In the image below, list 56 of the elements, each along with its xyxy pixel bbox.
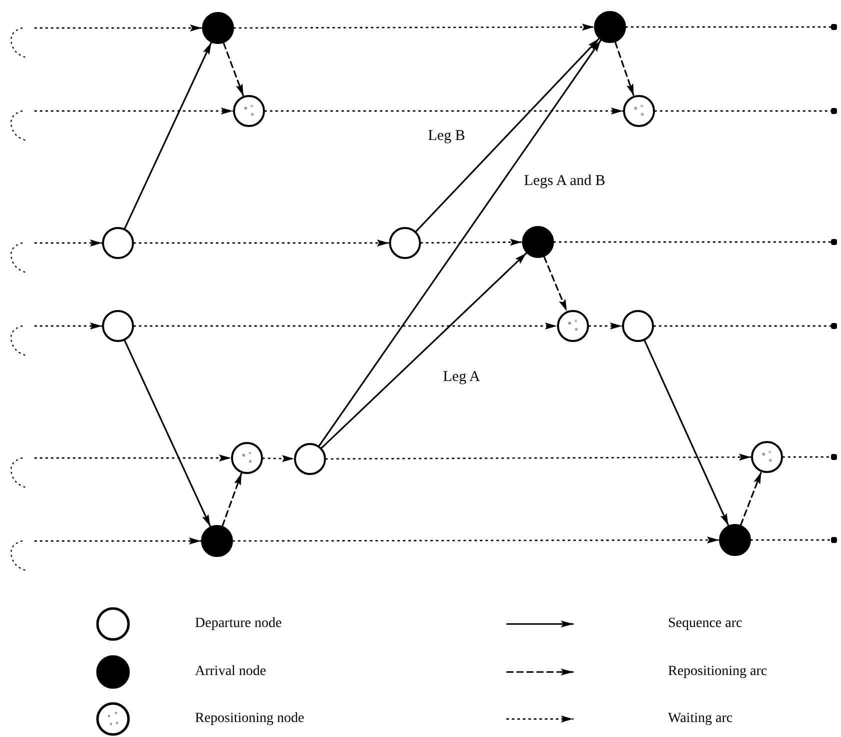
repositioning-node — [557, 310, 589, 342]
repositioning-node — [231, 442, 263, 474]
sequence-arc — [320, 252, 528, 449]
legend-label: Repositioning node — [195, 711, 304, 726]
sequence-arc — [124, 340, 212, 528]
arrival-node — [719, 524, 751, 556]
repositioning-arc — [222, 472, 242, 527]
sequence-arc — [124, 42, 212, 230]
repositioning-node — [623, 95, 655, 127]
waiting-arc — [553, 239, 837, 245]
waiting-arc — [420, 238, 523, 246]
waiting-arc — [232, 536, 720, 544]
sequence-arc — [644, 340, 730, 526]
sequence-arc — [318, 39, 602, 447]
waiting-arc — [654, 108, 837, 114]
waiting-arc — [233, 24, 595, 31]
waiting-arc — [750, 537, 837, 543]
waiting-arc — [133, 322, 558, 330]
legend-label: Repositioning arc — [668, 664, 768, 680]
edge-label: Legs A and B — [522, 173, 608, 190]
departure-node — [294, 443, 326, 475]
legend-label: Waiting arc — [668, 711, 733, 726]
edge-label: Leg A — [441, 369, 482, 386]
waiting-arc — [34, 322, 103, 330]
repositioning-arc — [740, 471, 762, 526]
waiting-arc — [653, 323, 837, 329]
repositioning-arc — [614, 41, 635, 97]
waiting-arc — [133, 240, 390, 246]
repositioning-node — [751, 441, 783, 473]
repositioning-node — [233, 95, 265, 127]
waiting-arc — [782, 454, 837, 460]
repositioning-arc — [543, 256, 568, 312]
waiting-arc — [325, 454, 752, 461]
sequence-arc — [415, 38, 600, 232]
departure-node — [102, 310, 134, 342]
waiting-arc — [588, 322, 623, 330]
edge-label: Leg B — [426, 128, 468, 144]
legend-label: Departure node — [195, 616, 282, 632]
departure-node — [389, 227, 421, 259]
waiting-arc — [34, 538, 202, 544]
waiting-arc — [34, 108, 234, 114]
waiting-arc — [625, 24, 837, 30]
departure-node — [102, 227, 134, 259]
waiting-arc — [262, 455, 295, 462]
repositioning-arc — [222, 42, 244, 97]
waiting-arc — [264, 108, 624, 114]
waiting-arc — [34, 24, 203, 32]
legend-label: Arrival node — [195, 664, 266, 680]
departure-node — [622, 310, 654, 342]
arrival-node — [594, 11, 626, 43]
arrival-node — [202, 12, 234, 44]
arrival-node — [522, 226, 554, 258]
arrival-node — [201, 525, 233, 557]
legend-label: Sequence arc — [668, 616, 742, 632]
waiting-arc — [34, 454, 232, 462]
waiting-arc — [34, 240, 103, 246]
